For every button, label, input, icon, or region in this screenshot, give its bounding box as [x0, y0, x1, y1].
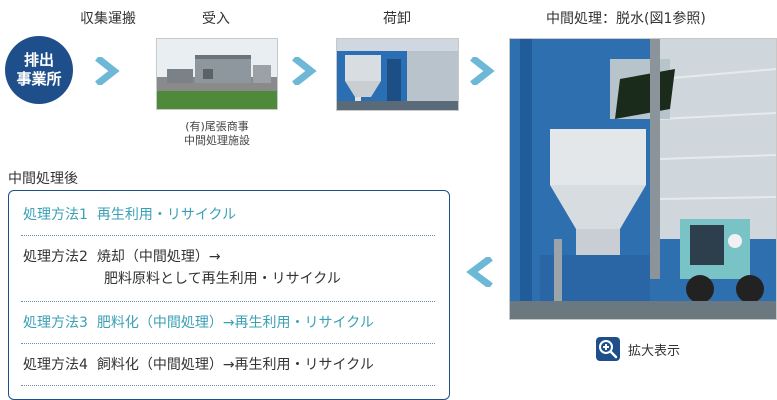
source-business-badge: 排出 事業所 [5, 36, 73, 104]
method-3-label: 処理方法3 [23, 315, 88, 331]
divider [21, 385, 435, 386]
divider [21, 301, 435, 302]
zoom-in-icon[interactable] [596, 337, 620, 361]
method-4: 処理方法4 飼料化（中間処理）→再生利用・リサイクル [23, 355, 374, 375]
arrow-right-icon [470, 57, 495, 85]
step-unload-label: 荷卸 [383, 11, 411, 27]
unloading-image [337, 39, 458, 110]
method-2-label: 処理方法2 [23, 249, 88, 265]
step-receive-label: 受入 [202, 11, 230, 27]
facility-photo [156, 38, 278, 110]
after-processing-title: 中間処理後 [8, 171, 78, 187]
divider [21, 235, 435, 236]
method-2: 処理方法2 焼却（中間処理）→ [23, 247, 221, 267]
step-process-label: 中間処理：脱水(図1参照) [546, 11, 706, 27]
facility-caption-line-1: (有)尾張商事 [185, 120, 249, 133]
arrow-left-icon [466, 257, 493, 287]
method-1-text: 再生利用・リサイクル [96, 207, 237, 223]
method-2-text-continued: 肥料原料として再生利用・リサイクル [104, 271, 341, 287]
method-3: 処理方法3 肥料化（中間処理）→再生利用・リサイクル [23, 313, 374, 333]
unloading-photo [336, 38, 459, 111]
arrow-right-icon [292, 57, 317, 85]
method-4-label: 処理方法4 [23, 357, 88, 373]
method-1-label: 処理方法1 [23, 207, 88, 223]
source-line-1: 排出 [23, 51, 54, 69]
method-4-text: 飼料化（中間処理）→再生利用・リサイクル [96, 357, 374, 373]
dewatering-machine-image [510, 39, 776, 319]
method-3-text: 肥料化（中間処理）→再生利用・リサイクル [96, 315, 374, 331]
facility-building-image [157, 39, 277, 109]
zoom-label[interactable]: 拡大表示 [628, 343, 681, 359]
arrow-right-icon [95, 57, 120, 85]
method-2-text: 焼却（中間処理）→ [96, 249, 221, 265]
processing-methods-box: 処理方法1 再生利用・リサイクル 処理方法2 焼却（中間処理）→ 肥料原料として… [8, 190, 450, 400]
zoom-link[interactable]: 拡大表示 [596, 337, 680, 361]
method-1: 処理方法1 再生利用・リサイクル [23, 205, 236, 225]
facility-caption-line-2: 中間処理施設 [184, 134, 250, 147]
divider [21, 343, 435, 344]
source-line-2: 事業所 [16, 70, 62, 88]
facility-caption: (有)尾張商事 中間処理施設 [156, 120, 278, 148]
step-collect-label: 収集運搬 [80, 11, 136, 27]
dewatering-process-photo[interactable] [509, 38, 777, 320]
